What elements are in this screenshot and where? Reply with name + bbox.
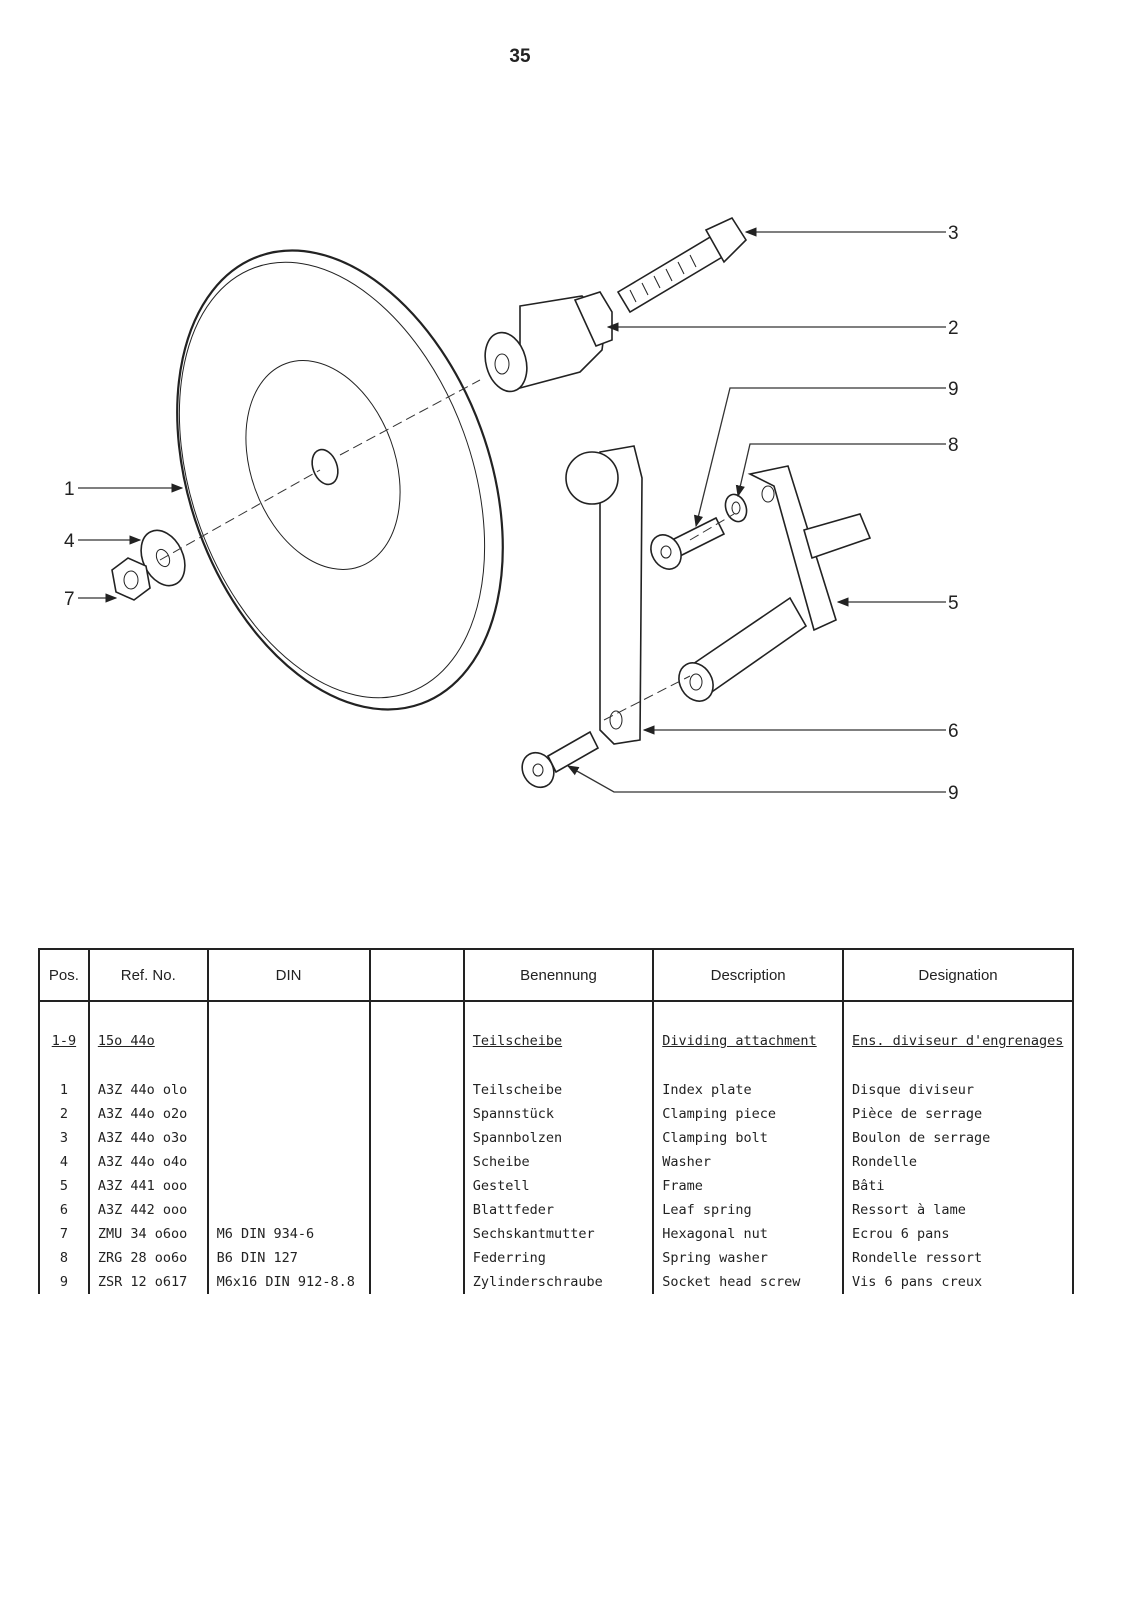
- table-header-row: Pos. Ref. No. DIN Benennung Description …: [38, 948, 1074, 1002]
- callout-2: 2: [948, 318, 959, 339]
- group-description: Dividing attachment: [662, 1033, 817, 1049]
- group-designation: Ens. diviseur d'engrenages: [852, 1033, 1064, 1049]
- header-description: Description: [652, 948, 845, 1002]
- clamping-piece-part: [484, 291, 613, 393]
- group-pos: 1-9: [51, 1033, 77, 1049]
- callout-3: 3: [948, 223, 959, 244]
- header-benennung: Benennung: [462, 948, 655, 1002]
- spring-washer-part: [724, 493, 748, 523]
- table-spacer-row: [38, 1001, 1074, 1026]
- callout-1: 1: [64, 479, 75, 500]
- leaf-spring-part: [565, 445, 643, 745]
- exploded-view-drawing: 3 2 9 8 1 4 7 5 6 9: [64, 216, 959, 804]
- group-ref: 15o 44o: [97, 1033, 155, 1049]
- header-din: DIN: [206, 948, 371, 1002]
- socket-screw-upper-part: [650, 516, 726, 570]
- callout-8: 8: [948, 435, 959, 456]
- frame-part: [678, 465, 872, 702]
- header-designation: Designation: [842, 948, 1074, 1002]
- leader-lines: [78, 227, 946, 793]
- callout-4: 4: [64, 531, 75, 552]
- table-group-row: 1-9 15o 44o Teilscheibe Dividing attachm…: [38, 1026, 1074, 1056]
- hex-nut-part: [111, 557, 151, 601]
- callout-9-upper: 9: [948, 379, 959, 400]
- callout-5: 5: [948, 593, 959, 614]
- table-spacer-row: [38, 1056, 1074, 1078]
- index-plate-part: [176, 249, 504, 711]
- parts-list-table: Pos. Ref. No. DIN Benennung Description …: [38, 948, 1074, 1294]
- callout-7: 7: [64, 589, 75, 610]
- callout-9-lower: 9: [948, 783, 959, 804]
- header-blank: [368, 948, 465, 1002]
- callout-6: 6: [948, 721, 959, 742]
- socket-screw-lower-part: [521, 730, 600, 789]
- header-pos: Pos.: [38, 948, 90, 1002]
- header-ref-no: Ref. No.: [87, 948, 209, 1002]
- group-benennung: Teilscheibe: [472, 1033, 563, 1049]
- page-number: 35: [509, 46, 531, 67]
- clamping-bolt-part: [616, 216, 748, 314]
- assembly-center-lines: [159, 379, 735, 721]
